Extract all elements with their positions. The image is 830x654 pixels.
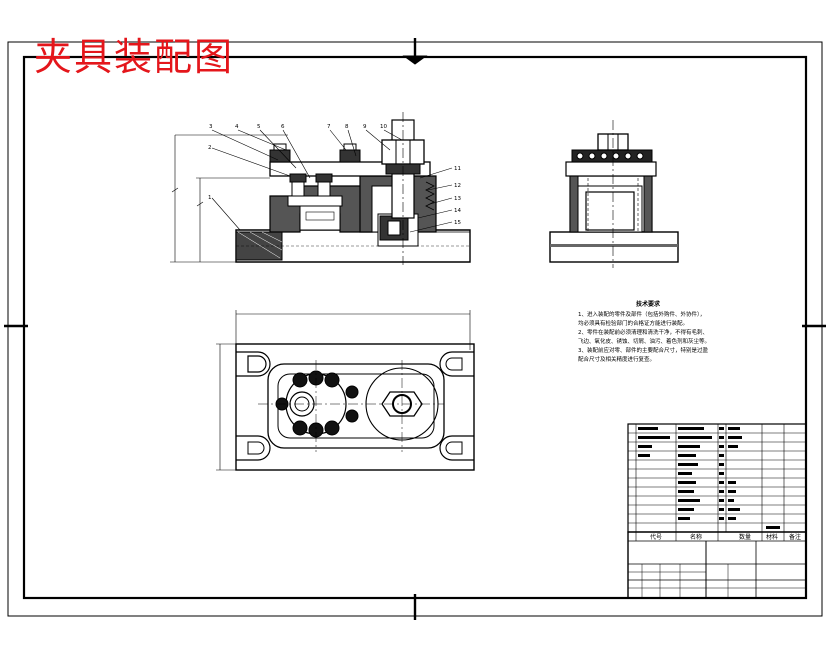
balloon-14: 14 [454,208,461,214]
note-line-1: 1、进入装配的零件及部件（包括外购件、外协件）， [578,312,706,318]
balloon-11: 11 [454,166,461,172]
slot-bottom-left [236,435,271,461]
header-code: 代号 [650,533,662,541]
title-block [627,531,807,599]
slot-top-left [247,355,267,373]
balloon-6: 6 [281,124,285,130]
balloon-8: 8 [345,124,349,130]
top-view [216,310,475,471]
side-view [549,120,679,268]
balloon-2: 2 [208,145,212,151]
balloon-13: 13 [454,196,461,202]
balloon-7: 7 [327,124,331,130]
front-view-balloons: 3 4 5 6 7 8 9 10 11 12 13 14 15 1 2 [208,124,461,226]
technical-requirements-heading: 技术要求 [635,301,660,308]
front-view [170,112,471,265]
balloon-12: 12 [454,183,461,189]
clamp-bolt-pattern [275,370,359,438]
header-material: 材料 [766,533,778,541]
header-qty: 数量 [739,533,751,541]
note-line-3: 2、零件在装配前必须清理和清洗干净，不得有毛刺、 [578,330,709,336]
note-line-5: 3、装配前应对零、部件的主要配合尺寸，特别是过盈 [578,348,709,354]
balloon-5: 5 [257,124,261,130]
drawing-title: 夹具装配图 [34,35,235,79]
header-name: 名称 [690,533,702,541]
parts-list [627,423,807,533]
title-block-header: 代号 名称 数量 材料 备注 [650,533,801,541]
note-line-6: 配合尺寸及相关精度进行复查。 [578,357,656,363]
header-remark: 备注 [789,533,801,541]
slot-bottom-right [439,435,474,461]
balloon-3: 3 [209,124,213,130]
balloon-15: 15 [454,220,461,226]
front-view-dimensions [170,134,288,263]
orientation-arrow [402,55,428,65]
note-line-4: 飞边、氧化皮、锈蚀、切屑、油污、着色剂和灰尘等。 [578,339,711,345]
balloon-9: 9 [363,124,367,130]
top-housing [267,363,445,449]
balloon-1: 1 [208,195,212,201]
note-line-2: 均必须具有检验部门的合格证方能进行装配。 [578,321,689,327]
technical-requirements: 技术要求 1、进入装配的零件及部件（包括外购件、外协件）， 均必须具有检验部门的… [578,300,718,365]
centering-marks [4,38,826,620]
balloon-leaders [211,129,453,233]
parts-list-entries [638,427,780,529]
balloon-4: 4 [235,124,239,130]
top-hex-nut [381,391,423,417]
slot-top-right [439,351,474,377]
balloon-10: 10 [380,124,387,130]
top-base-plate [235,343,475,471]
